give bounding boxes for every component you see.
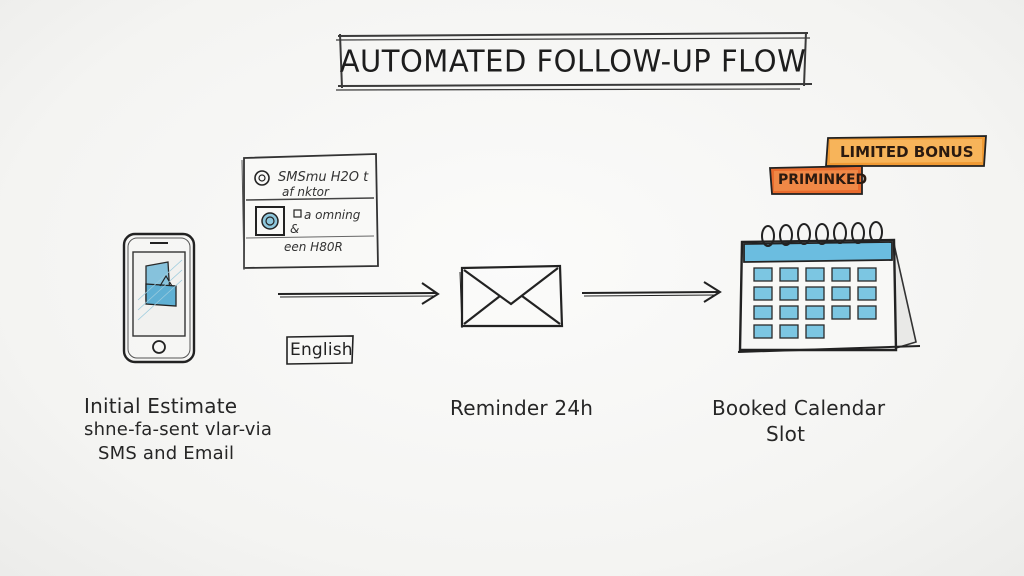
title-frame: [335, 31, 813, 91]
note-line-5: een H80R: [284, 240, 343, 254]
priminked-label: PRIMINKED: [778, 172, 868, 188]
calendar-day-cell: [857, 267, 877, 282]
note-card: [241, 153, 379, 271]
flow-arrow-2: [581, 281, 722, 303]
calendar-day-cell: [753, 286, 773, 301]
smartphone-icon: [122, 232, 196, 364]
calendar-day-cell: [753, 305, 773, 320]
calendar-day-cell: [753, 267, 773, 282]
title-box: AUTOMATED FOLLOW-UP FLOW: [338, 34, 808, 86]
note-camera-icon: [255, 206, 285, 236]
calendar-day-cell: [831, 305, 851, 320]
calendar-icon: [737, 221, 921, 353]
calendar-day-cell: [779, 267, 799, 282]
note-line-2: af nktor: [282, 185, 329, 199]
limited-bonus-label: LIMITED BONUS: [840, 143, 974, 161]
calendar-day-cell: [831, 286, 851, 301]
calendar-day-cell: [857, 305, 877, 320]
calendar-day-cell: [805, 267, 825, 282]
note-line-3: a omning: [304, 208, 361, 222]
flow-arrow-1: [277, 282, 440, 305]
calendar-day-cell: [779, 286, 799, 301]
step-1-caption-line-2: shne-fa-sent vlar-via: [84, 419, 273, 440]
calendar-day-cell: [753, 324, 773, 339]
calendar-day-cell: [779, 305, 799, 320]
calendar-day-cell: [805, 324, 825, 339]
note-bullet-icon: [254, 170, 270, 186]
step-1-caption-line-3: SMS and Email: [98, 443, 235, 464]
calendar-day-cell: [805, 286, 825, 301]
priminked-tag: [769, 165, 863, 195]
calendar-day-cell: [857, 286, 877, 301]
note-line-1: SMSmu H2O t: [278, 170, 369, 185]
step-2-caption: Reminder 24h: [450, 396, 594, 420]
step-3-caption-line-2: Slot: [766, 422, 806, 446]
step-3-caption-line-1: Booked Calendar: [712, 396, 886, 420]
envelope-icon: [459, 264, 564, 329]
calendar-day-cell: [779, 324, 799, 339]
language-label: English: [290, 340, 353, 360]
calendar-day-cell: [831, 267, 851, 282]
language-label-frame: [286, 335, 354, 365]
limited-bonus-tag: [825, 135, 987, 167]
step-1-caption-line-1: Initial Estimate: [84, 394, 238, 418]
note-line-4: &: [290, 222, 300, 236]
diagram-title: AUTOMATED FOLLOW-UP FLOW: [339, 43, 807, 79]
calendar-day-cell: [805, 305, 825, 320]
